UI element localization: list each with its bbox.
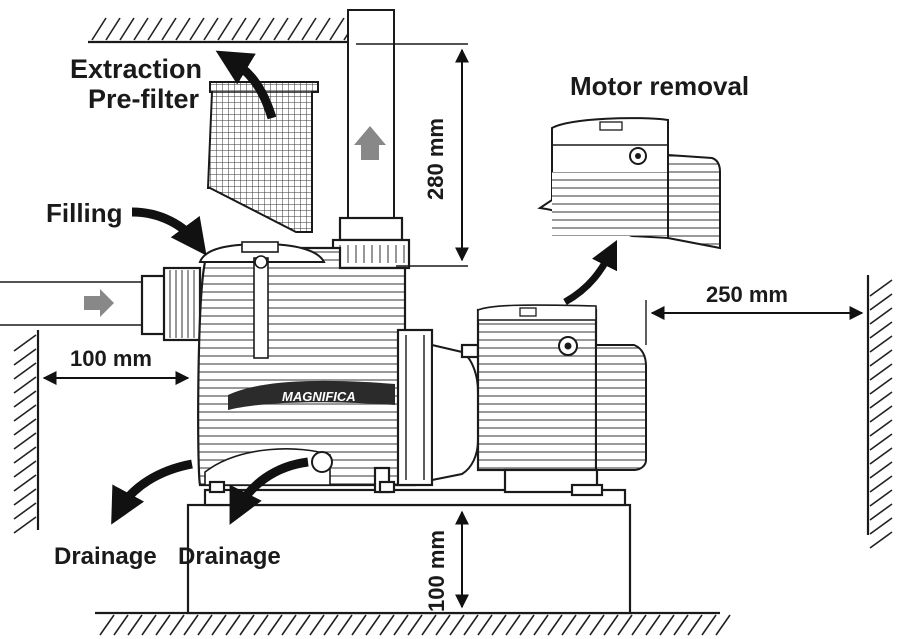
curved-arrow-icon bbox=[215, 50, 277, 120]
flow-up-arrow-icon bbox=[354, 126, 386, 160]
dimension-side-clearance: 250 mm bbox=[645, 282, 864, 345]
dimension-inlet-clearance-label: 100 mm bbox=[70, 346, 152, 371]
prefilter-label: Pre-filter bbox=[88, 84, 200, 114]
dimension-base-height-label: 100 mm bbox=[424, 530, 449, 612]
filling-label: Filling bbox=[46, 198, 123, 228]
motor-removal-label: Motor removal bbox=[570, 71, 749, 101]
curved-arrow-icon bbox=[111, 459, 193, 525]
curved-arrow-icon bbox=[229, 457, 309, 525]
drainage-left-label: Drainage bbox=[54, 543, 157, 570]
dimension-top-clearance-label: 280 mm bbox=[423, 118, 448, 200]
dimension-base-height: 100 mm bbox=[424, 510, 469, 612]
extraction-label: Extraction bbox=[70, 54, 202, 84]
dimension-side-clearance-label: 250 mm bbox=[706, 282, 788, 307]
removed-motor bbox=[537, 117, 721, 250]
dimension-top-clearance: 280 mm bbox=[356, 43, 469, 267]
curved-arrow-icon bbox=[131, 207, 207, 256]
installed-motor bbox=[431, 304, 647, 497]
brand-label: MAGNIFICA bbox=[282, 389, 356, 404]
dimension-inlet-clearance: 100 mm bbox=[42, 346, 190, 385]
flow-right-arrow-icon bbox=[84, 289, 114, 317]
inlet-pipe bbox=[0, 281, 145, 326]
left-wall bbox=[13, 330, 40, 534]
right-wall bbox=[866, 275, 893, 549]
outlet-pipe bbox=[331, 9, 411, 270]
curved-arrow-icon bbox=[563, 239, 618, 306]
floor bbox=[95, 611, 731, 636]
pump-body: MAGNIFICA bbox=[140, 241, 434, 494]
ceiling-wall bbox=[88, 17, 359, 44]
drainage-right-label: Drainage bbox=[178, 543, 281, 570]
